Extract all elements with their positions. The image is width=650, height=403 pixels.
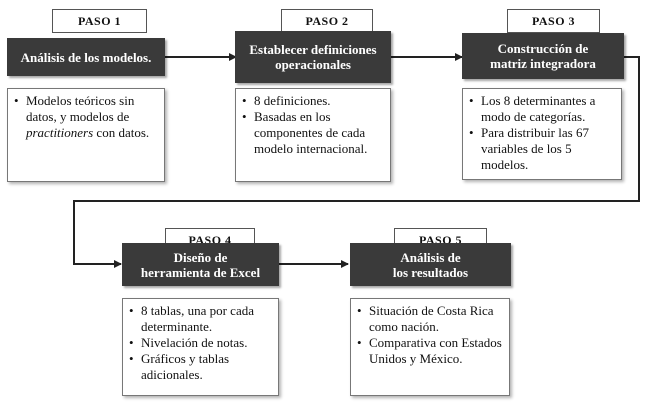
step-5-title-line: Análisis de — [400, 249, 461, 265]
step-2-title-line: Establecer definiciones — [249, 42, 377, 57]
step-4-bullet: Nivelación de notas. — [129, 335, 272, 351]
step-4-bullet: 8 tablas, una por cada determinante. — [129, 303, 272, 335]
step-5-bullet-list: Situación de Costa Rica como nación.Comp… — [357, 303, 503, 367]
step-2-tag: PASO 2 — [281, 9, 373, 33]
step-5-title-line: los resultados — [392, 264, 469, 280]
step-4-details: 8 tablas, una por cada determinante.Nive… — [122, 298, 279, 396]
step-3-bullet: Para distribuir las 67 variables de los … — [469, 125, 615, 173]
italic-term: practitioners — [26, 125, 94, 140]
step-1-title: Análisis de los modelos. — [7, 38, 165, 76]
step-5-details: Situación de Costa Rica como nación.Comp… — [350, 298, 510, 396]
step-2-bullet: Basadas en los componentes de cada model… — [242, 109, 384, 157]
step-3-bullet: Los 8 determinantes a modo de categorías… — [469, 93, 615, 125]
step-2-details: 8 definiciones.Basadas en los componente… — [235, 88, 391, 182]
step-2-bullet-list: 8 definiciones.Basadas en los componente… — [242, 93, 384, 157]
step-5-bullet: Situación de Costa Rica como nación. — [357, 303, 503, 335]
step-4-bullet: Gráficos y tablas adicionales. — [129, 351, 272, 383]
step-3-title-line: Construcción de — [497, 41, 589, 56]
step-3-tag: PASO 3 — [507, 9, 600, 33]
step-1-bullet: Modelos teóricos sin datos, y modelos de… — [14, 93, 158, 141]
step-1-bullet-list: Modelos teóricos sin datos, y modelos de… — [14, 93, 158, 141]
step-3-details: Los 8 determinantes a modo de categorías… — [462, 88, 622, 180]
step-5-bullet: Comparativa con Estados Unidos y México. — [357, 335, 503, 367]
step-4-title-line: Diseño de — [173, 249, 228, 265]
step-1-tag: PASO 1 — [52, 9, 147, 33]
step-1-title-line: Análisis de los modelos. — [20, 49, 152, 65]
step-3-title-line: matriz integradora — [490, 56, 596, 71]
step-3-bullet-list: Los 8 determinantes a modo de categorías… — [469, 93, 615, 173]
step-4-title-line: herramienta de Excel — [140, 264, 261, 280]
step-2-bullet: 8 definiciones. — [242, 93, 384, 109]
step-2-title-line: operacionales — [275, 57, 351, 72]
arrow-step3-to-step4 — [73, 56, 640, 268]
step-4-bullet-list: 8 tablas, una por cada determinante.Nive… — [129, 303, 272, 383]
step-1-details: Modelos teóricos sin datos, y modelos de… — [7, 88, 165, 182]
